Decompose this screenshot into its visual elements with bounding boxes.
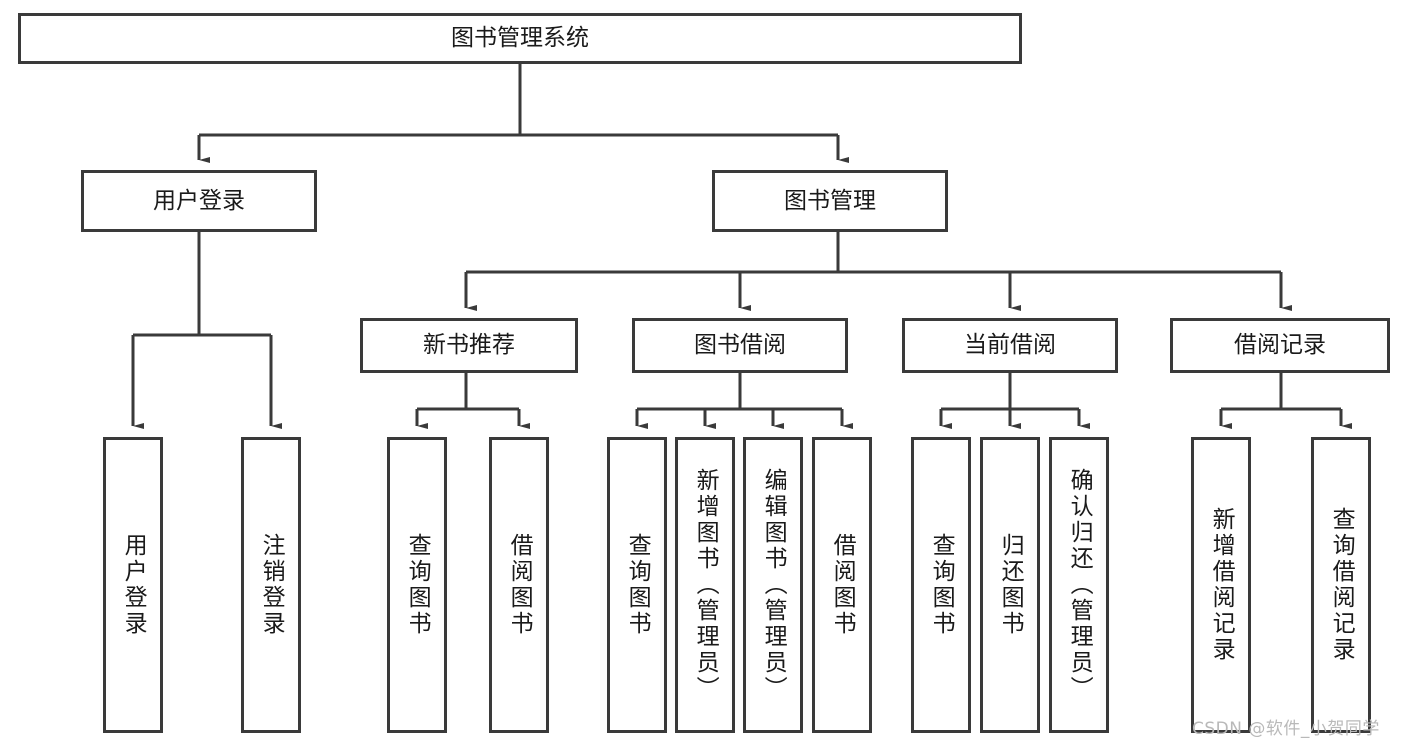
node-user-login-label: 用户登录 (153, 187, 245, 214)
leaf-label: 归还图书 (997, 533, 1024, 637)
leaf-label: 新增图书（管理员） (692, 468, 719, 702)
node-current-borrow[interactable]: 当前借阅 (902, 318, 1118, 373)
leaf-label: 查询图书 (404, 533, 431, 637)
node-borrow-record[interactable]: 借阅记录 (1170, 318, 1390, 373)
leaf-record-add[interactable]: 新增借阅记录 (1191, 437, 1251, 733)
leaf-label: 借阅图书 (506, 533, 533, 637)
leaf-borrow-query-book[interactable]: 查询图书 (607, 437, 667, 733)
node-root-label: 图书管理系统 (451, 25, 589, 52)
node-new-book-recommend[interactable]: 新书推荐 (360, 318, 578, 373)
leaf-new-book-borrow[interactable]: 借阅图书 (489, 437, 549, 733)
leaf-label: 查询图书 (928, 533, 955, 637)
leaf-user-login-logout[interactable]: 注销登录 (241, 437, 301, 733)
node-borrow-record-label: 借阅记录 (1234, 332, 1326, 359)
leaf-borrow-borrow-book[interactable]: 借阅图书 (812, 437, 872, 733)
leaf-label: 确认归还（管理员） (1066, 468, 1093, 702)
leaf-label: 编辑图书（管理员） (760, 468, 787, 702)
leaf-record-query[interactable]: 查询借阅记录 (1311, 437, 1371, 733)
node-root[interactable]: 图书管理系统 (18, 13, 1022, 64)
leaf-borrow-edit-book[interactable]: 编辑图书（管理员） (743, 437, 803, 733)
node-book-borrow[interactable]: 图书借阅 (632, 318, 848, 373)
node-book-management[interactable]: 图书管理 (712, 170, 948, 232)
node-new-book-recommend-label: 新书推荐 (423, 332, 515, 359)
node-user-login[interactable]: 用户登录 (81, 170, 317, 232)
leaf-label: 查询借阅记录 (1328, 507, 1355, 663)
leaf-label: 用户登录 (120, 533, 147, 637)
leaf-label: 新增借阅记录 (1208, 507, 1235, 663)
leaf-borrow-add-book[interactable]: 新增图书（管理员） (675, 437, 735, 733)
node-current-borrow-label: 当前借阅 (964, 332, 1056, 359)
node-book-management-label: 图书管理 (784, 187, 876, 214)
leaf-current-confirm-return[interactable]: 确认归还（管理员） (1049, 437, 1109, 733)
leaf-label: 借阅图书 (829, 533, 856, 637)
watermark-text: CSDN @软件_小贺同学 (1192, 719, 1380, 739)
leaf-current-query-book[interactable]: 查询图书 (911, 437, 971, 733)
leaf-label: 查询图书 (624, 533, 651, 637)
node-book-borrow-label: 图书借阅 (694, 332, 786, 359)
leaf-new-book-query[interactable]: 查询图书 (387, 437, 447, 733)
leaf-user-login-login[interactable]: 用户登录 (103, 437, 163, 733)
leaf-current-return-book[interactable]: 归还图书 (980, 437, 1040, 733)
leaf-label: 注销登录 (258, 533, 285, 637)
